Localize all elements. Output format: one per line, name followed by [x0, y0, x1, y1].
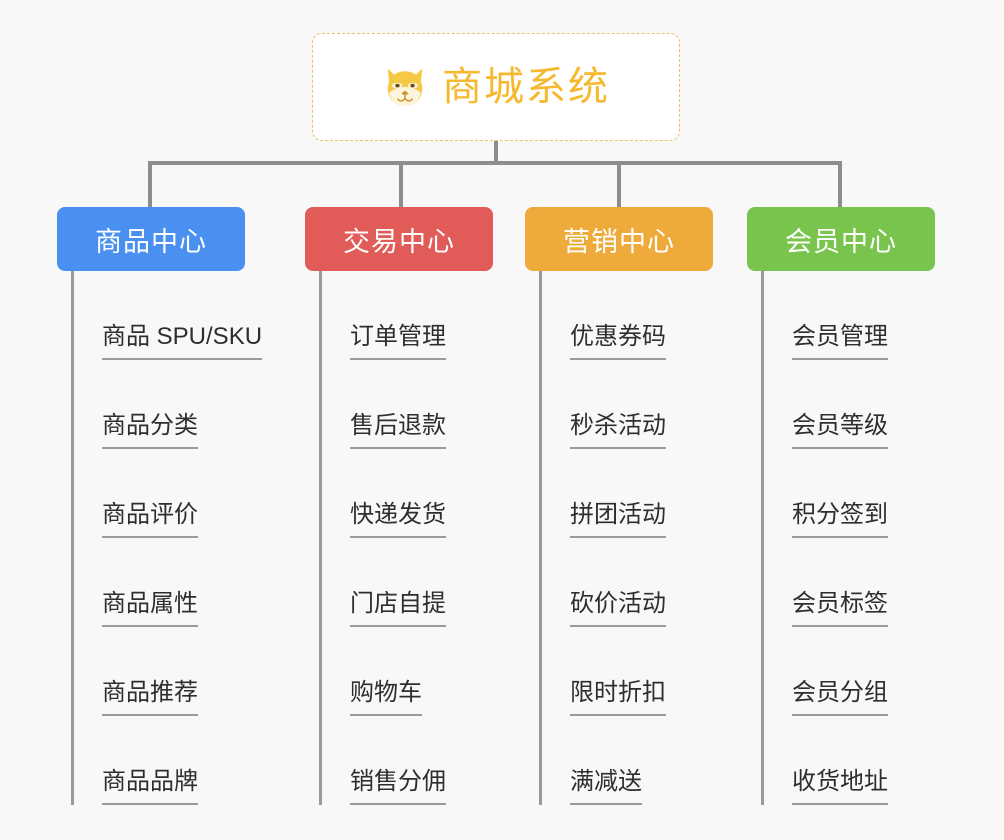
- list-item-label: 商品 SPU/SKU: [102, 322, 263, 360]
- list-item[interactable]: 限时折扣: [542, 627, 715, 716]
- list-item-label: 商品品牌: [102, 767, 198, 805]
- list-item-label: 快递发货: [350, 500, 446, 538]
- list-item[interactable]: 收货地址: [764, 716, 937, 805]
- list-item[interactable]: 购物车: [322, 627, 505, 716]
- list-item-label: 会员标签: [792, 589, 888, 627]
- list-item[interactable]: 门店自提: [322, 538, 505, 627]
- list-item[interactable]: 商品评价: [74, 449, 287, 538]
- list-item-label: 会员等级: [792, 411, 888, 449]
- list-item[interactable]: 会员管理: [764, 271, 937, 360]
- list-item-label: 销售分佣: [350, 767, 446, 805]
- category-label: 商品中心: [95, 226, 207, 257]
- category-label: 会员中心: [785, 226, 897, 257]
- connector-drop-4: [838, 161, 842, 207]
- list-item[interactable]: 拼团活动: [542, 449, 715, 538]
- connector-drop-3: [617, 161, 621, 207]
- list-item-label: 秒杀活动: [570, 411, 666, 449]
- branch-marketing-center: 营销中心 优惠券码 秒杀活动 拼团活动 砍价活动 限时折扣 满减送: [525, 207, 715, 805]
- list-item-label: 门店自提: [350, 589, 446, 627]
- list-item[interactable]: 优惠券码: [542, 271, 715, 360]
- list-item[interactable]: 售后退款: [322, 360, 505, 449]
- category-box-marketing-center[interactable]: 营销中心: [525, 207, 713, 271]
- shiba-dog-icon: [382, 64, 428, 110]
- list-item-label: 拼团活动: [570, 500, 666, 538]
- list-item[interactable]: 积分签到: [764, 449, 937, 538]
- list-item-label: 商品分类: [102, 411, 198, 449]
- list-item-label: 商品评价: [102, 500, 198, 538]
- root-title: 商城系统: [442, 65, 610, 109]
- list-item[interactable]: 商品推荐: [74, 627, 287, 716]
- list-item[interactable]: 砍价活动: [542, 538, 715, 627]
- connector-drop-1: [148, 161, 152, 207]
- list-item[interactable]: 商品 SPU/SKU: [74, 271, 287, 360]
- list-item-label: 优惠券码: [570, 322, 666, 360]
- category-box-member-center[interactable]: 会员中心: [747, 207, 935, 271]
- category-label: 交易中心: [343, 226, 455, 257]
- category-box-product-center[interactable]: 商品中心: [57, 207, 245, 271]
- sub-list-marketing-center: 优惠券码 秒杀活动 拼团活动 砍价活动 限时折扣 满减送: [539, 271, 715, 805]
- list-item[interactable]: 商品品牌: [74, 716, 287, 805]
- list-item[interactable]: 会员分组: [764, 627, 937, 716]
- list-item[interactable]: 快递发货: [322, 449, 505, 538]
- branch-product-center: 商品中心 商品 SPU/SKU 商品分类 商品评价 商品属性 商品推荐 商品品牌: [57, 207, 287, 805]
- sub-list-product-center: 商品 SPU/SKU 商品分类 商品评价 商品属性 商品推荐 商品品牌: [71, 271, 287, 805]
- list-item-label: 砍价活动: [570, 589, 666, 627]
- branch-member-center: 会员中心 会员管理 会员等级 积分签到 会员标签 会员分组 收货地址: [747, 207, 937, 805]
- list-item-label: 会员管理: [792, 322, 888, 360]
- list-item-label: 收货地址: [792, 767, 888, 805]
- category-box-trade-center[interactable]: 交易中心: [305, 207, 493, 271]
- connector-drop-2: [399, 161, 403, 207]
- list-item-label: 购物车: [350, 678, 422, 716]
- list-item-label: 积分签到: [792, 500, 888, 538]
- list-item-label: 商品属性: [102, 589, 198, 627]
- sub-list-member-center: 会员管理 会员等级 积分签到 会员标签 会员分组 收货地址: [761, 271, 937, 805]
- connector-horizontal-bus: [148, 161, 842, 165]
- list-item[interactable]: 订单管理: [322, 271, 505, 360]
- list-item-label: 商品推荐: [102, 678, 198, 716]
- sub-list-trade-center: 订单管理 售后退款 快递发货 门店自提 购物车 销售分佣: [319, 271, 505, 805]
- list-item[interactable]: 商品属性: [74, 538, 287, 627]
- list-item[interactable]: 秒杀活动: [542, 360, 715, 449]
- category-label: 营销中心: [563, 226, 675, 257]
- list-item[interactable]: 商品分类: [74, 360, 287, 449]
- list-item-label: 订单管理: [350, 322, 446, 360]
- list-item[interactable]: 满减送: [542, 716, 715, 805]
- root-node[interactable]: 商城系统: [312, 33, 680, 141]
- connector-root-stem: [494, 141, 498, 165]
- list-item[interactable]: 销售分佣: [322, 716, 505, 805]
- list-item-label: 售后退款: [350, 411, 446, 449]
- list-item[interactable]: 会员等级: [764, 360, 937, 449]
- list-item[interactable]: 会员标签: [764, 538, 937, 627]
- list-item-label: 限时折扣: [570, 678, 666, 716]
- list-item-label: 会员分组: [792, 678, 888, 716]
- branch-trade-center: 交易中心 订单管理 售后退款 快递发货 门店自提 购物车 销售分佣: [305, 207, 505, 805]
- list-item-label: 满减送: [570, 767, 642, 805]
